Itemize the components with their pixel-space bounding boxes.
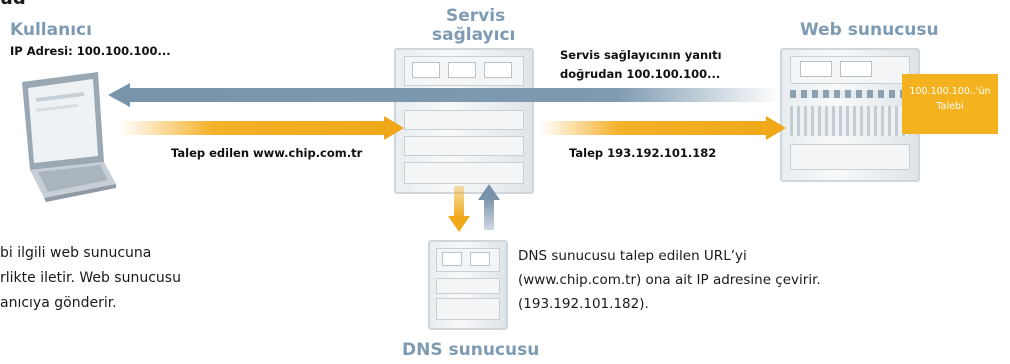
left-text-line1: bi ilgili web sunucuna — [0, 245, 152, 261]
dns-note-line3: (193.192.101.182). — [518, 296, 649, 312]
clipped-title-fragment: ug — [0, 0, 60, 4]
web-server-title: Web sunucusu — [800, 20, 939, 40]
provider-server-icon — [394, 48, 534, 194]
reply-label-line1: Servis sağlayıcının yanıtı — [560, 48, 722, 62]
provider-title-line1: Servis — [446, 6, 506, 26]
left-text-line2: rlikte iletir. Web sunucusu — [0, 270, 181, 286]
dns-note-line1: DNS sunucusu talep edilen URL’yi — [518, 248, 747, 264]
dns-server-title: DNS sunucusu — [402, 340, 540, 360]
reply-arrow-to-user — [108, 83, 780, 107]
web-request-panel-line1: 100.100.100..'ün — [909, 86, 991, 97]
user-title: Kullanıcı — [10, 20, 92, 40]
reply-label-line2: doğrudan 100.100.100... — [560, 67, 721, 81]
request-arrow-user-to-provider — [120, 116, 404, 140]
request-web-label: Talep 193.192.101.182 — [569, 146, 717, 160]
response-arrow-up-from-dns — [478, 182, 500, 230]
user-ip-label: IP Adresi: 100.100.100... — [10, 44, 171, 58]
left-text-line3: anıcıya gönderir. — [0, 295, 117, 311]
laptop-icon — [0, 62, 120, 202]
provider-title-line2: sağlayıcı — [432, 25, 516, 45]
request-arrow-provider-to-web — [540, 116, 786, 140]
web-server-icon — [780, 48, 920, 182]
web-request-panel: 100.100.100..'ün Talebi — [902, 74, 998, 134]
dns-server-icon — [428, 240, 508, 330]
request-user-label: Talep edilen www.chip.com.tr — [171, 146, 363, 160]
query-arrow-down-to-dns — [448, 186, 470, 234]
dns-note-line2: (www.chip.com.tr) ona ait IP adresine çe… — [518, 272, 821, 288]
web-request-panel-line2: Talebi — [936, 101, 964, 112]
